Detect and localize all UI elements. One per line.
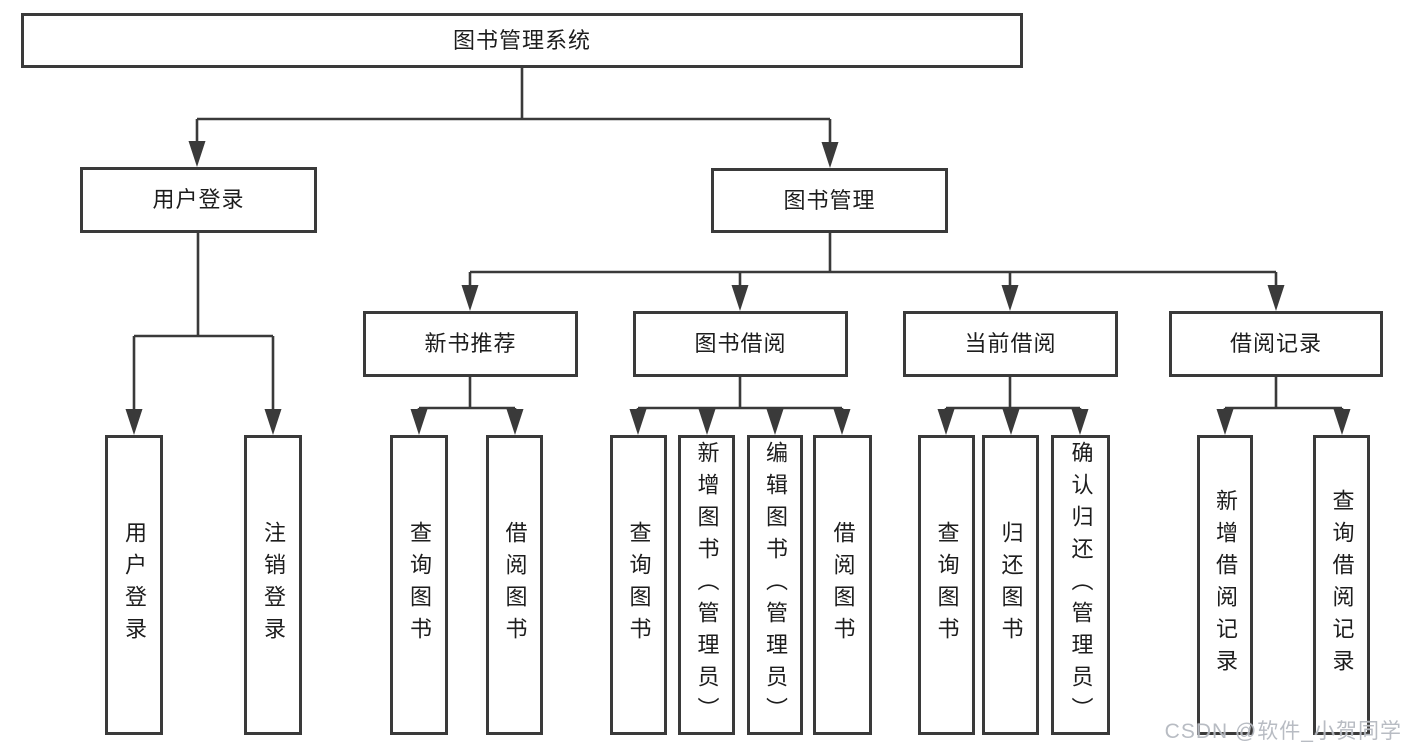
leaf-label: 借阅图书 [502,521,528,649]
node-library-system: 图书管理系统 [21,13,1023,68]
node-book-management: 图书管理 [711,168,948,233]
arrowheads [125,141,1351,435]
leaf-query-books-recommend: 查询图书 [390,435,448,735]
leaf-label: 查询图书 [626,521,652,649]
node-label: 借阅记录 [1229,331,1322,356]
leaf-label: 注销登录 [261,521,286,649]
leaf-label: 借阅图书 [830,521,856,649]
leaf-label: 新增图书（管理员） [694,441,720,729]
leaf-logout: 注销登录 [244,435,302,735]
node-label: 新书推荐 [424,331,517,356]
leaf-label: 查询图书 [934,521,960,649]
leaf-edit-book-admin: 编辑图书（管理员） [747,435,803,735]
leaf-query-books-borrow: 查询图书 [610,435,667,735]
leaf-label: 查询借阅记录 [1329,489,1355,681]
leaf-label: 归还图书 [998,521,1024,649]
node-label: 图书借阅 [694,331,787,356]
leaf-query-borrow-record: 查询借阅记录 [1313,435,1370,735]
leaf-label: 确认归还（管理员） [1068,441,1094,729]
leaf-confirm-return-admin: 确认归还（管理员） [1051,435,1110,735]
node-label: 图书管理系统 [452,27,591,53]
node-borrowing-records: 借阅记录 [1169,311,1383,377]
leaf-label: 编辑图书（管理员） [763,441,788,729]
node-book-borrowing: 图书借阅 [633,311,848,377]
node-new-book-recommend: 新书推荐 [363,311,578,377]
leaf-borrow-books: 借阅图书 [813,435,872,735]
leaf-return-books: 归还图书 [982,435,1039,735]
leaf-label: 新增借阅记录 [1213,489,1238,681]
leaf-label: 查询图书 [407,521,432,649]
node-current-borrowing: 当前借阅 [903,311,1118,377]
node-label: 当前借阅 [964,331,1057,356]
node-user-login: 用户登录 [80,167,317,233]
node-label: 图书管理 [783,187,876,213]
node-label: 用户登录 [152,187,245,212]
leaf-add-book-admin: 新增图书（管理员） [678,435,735,735]
leaf-user-login: 用户登录 [105,435,163,735]
leaf-label: 用户登录 [122,521,147,649]
csdn-watermark: CSDN @软件_小贺同学 [1164,720,1402,743]
leaf-borrow-books-recommend: 借阅图书 [486,435,543,735]
leaf-query-books-current: 查询图书 [918,435,975,735]
leaf-add-borrow-record: 新增借阅记录 [1197,435,1253,735]
